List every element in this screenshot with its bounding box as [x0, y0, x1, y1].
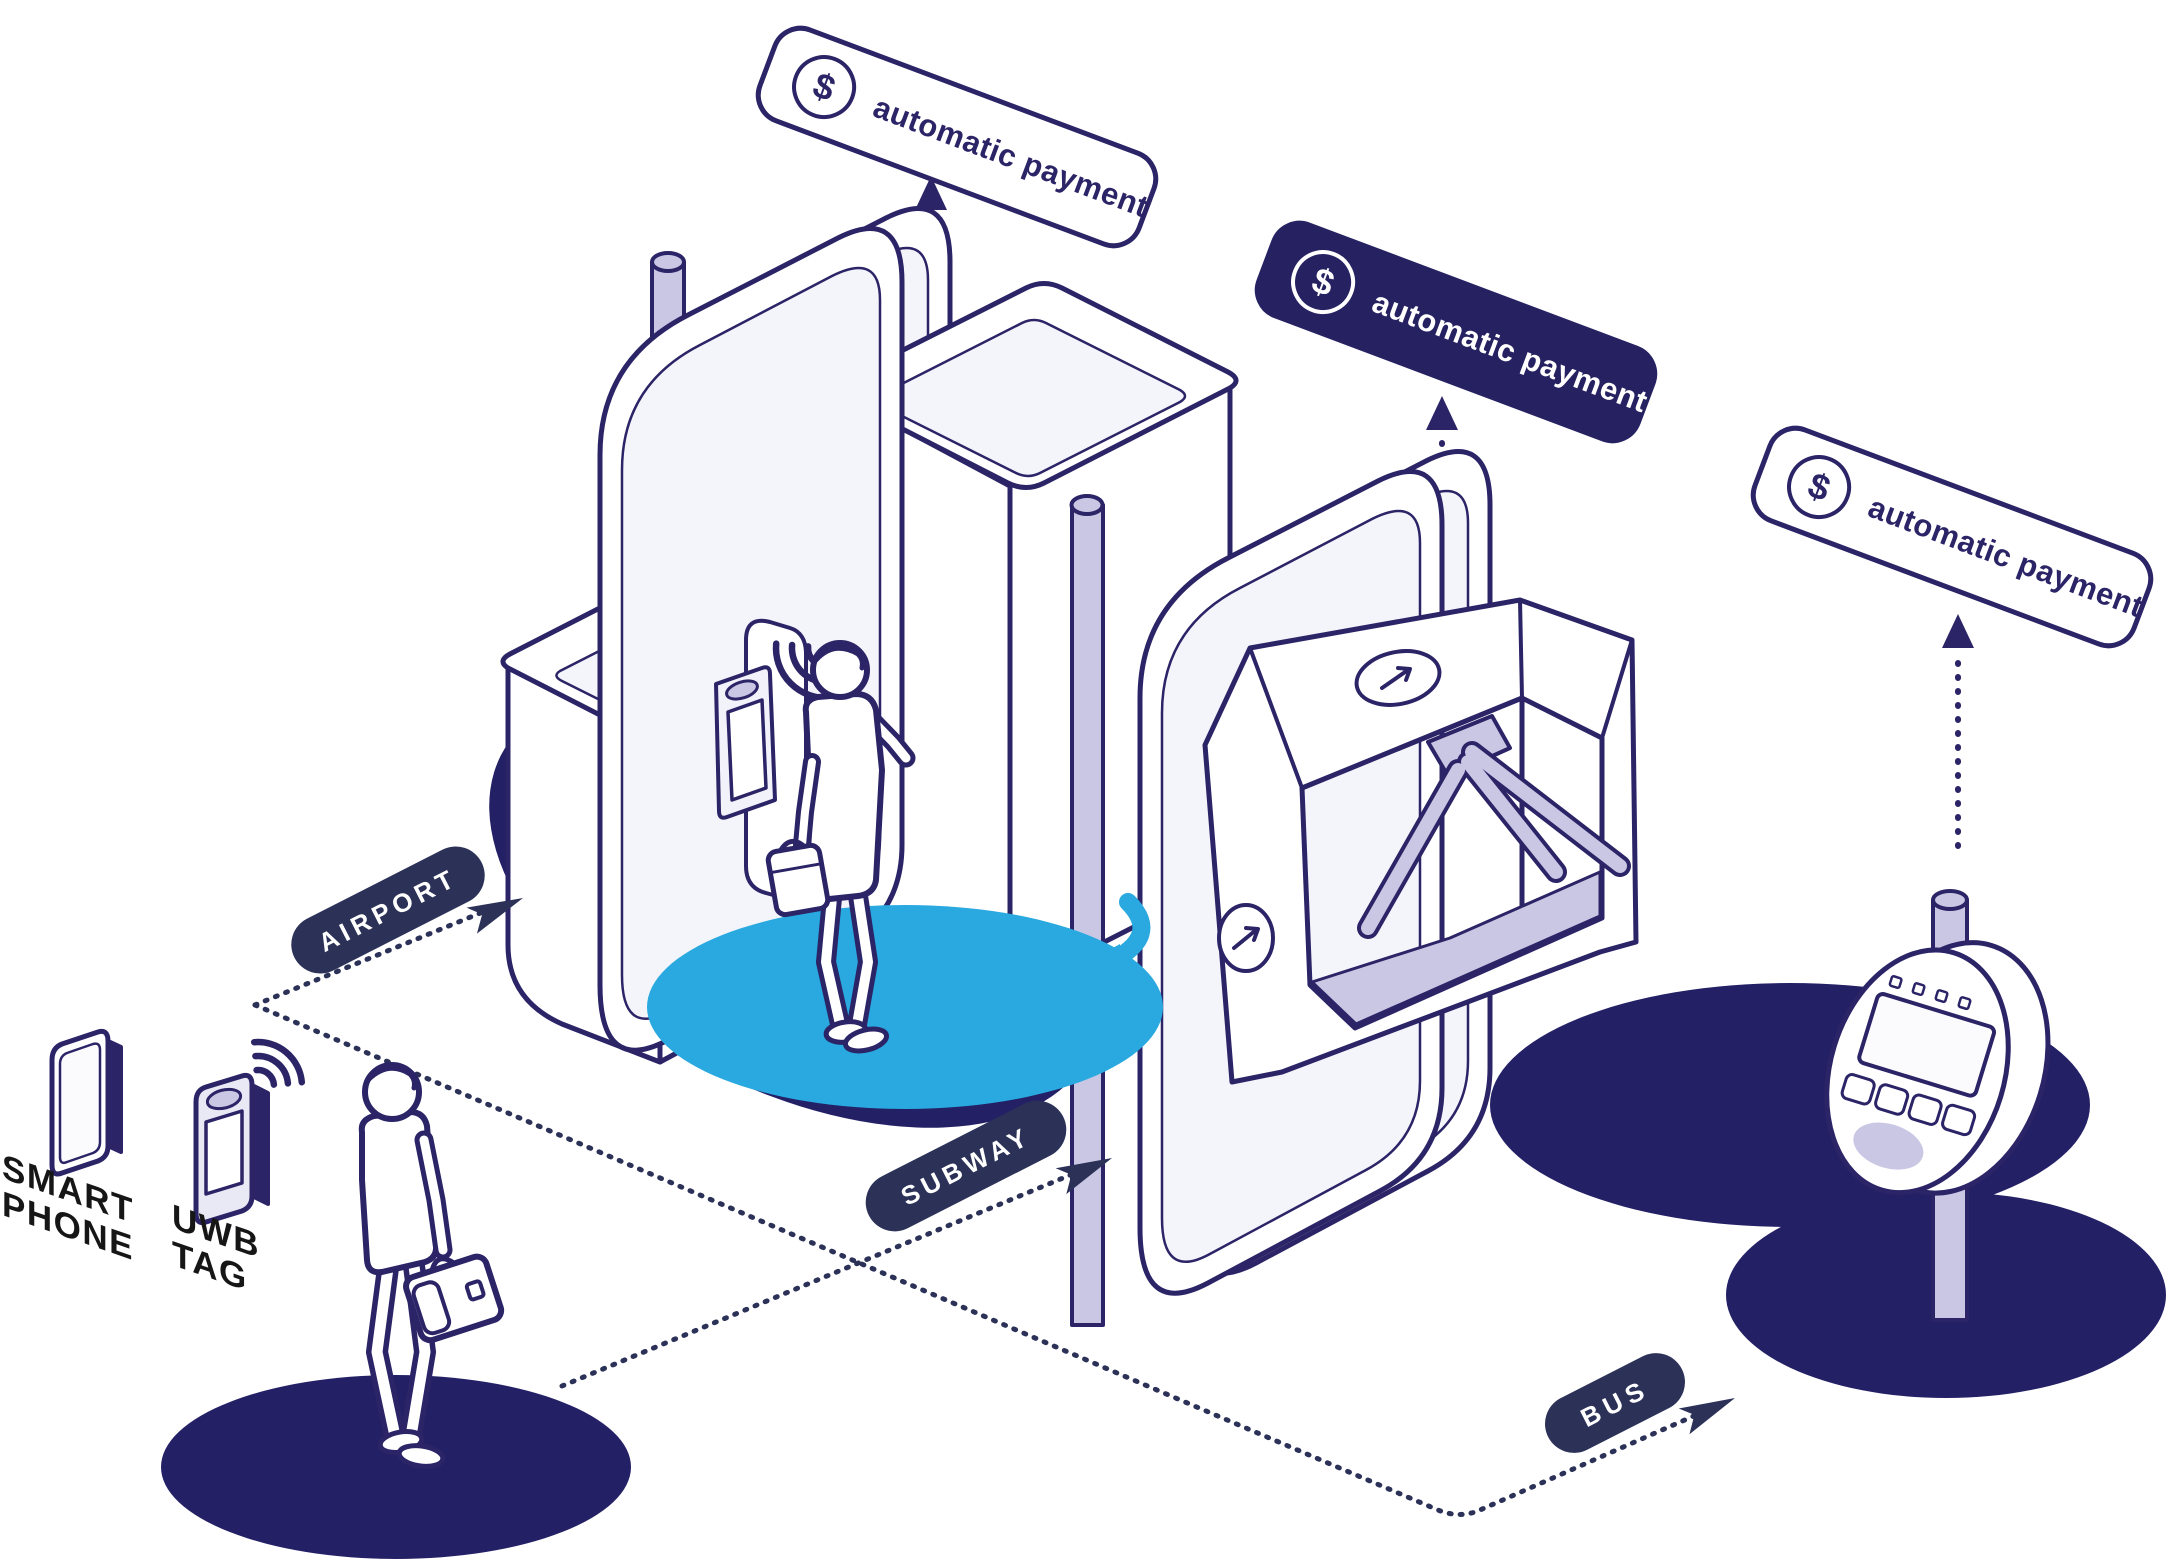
bus-validator: [1726, 889, 2166, 1398]
validator-device: [1824, 940, 2051, 1196]
walking-person: [161, 1062, 631, 1559]
turnstile-badge-top: [1354, 649, 1442, 707]
turnstile-tripod: [1357, 714, 1631, 939]
person-legs: [816, 886, 890, 1054]
uwb-signal-icon: [250, 1038, 306, 1088]
uwb-detection-zone: [647, 893, 1163, 1109]
dollar-circle-icon: $: [1281, 240, 1365, 324]
gate-pole-right: [1069, 494, 1105, 1327]
route-lines: [252, 898, 1735, 1517]
person-briefcase: [765, 839, 831, 918]
turnstile-floor: [1310, 870, 1602, 1026]
route-line-airport: [252, 898, 523, 1008]
person-hair: [813, 645, 865, 671]
route-line-bus: [252, 1002, 1735, 1517]
zone-arrow: [1080, 944, 1120, 984]
walking-hair: [365, 1065, 417, 1091]
walking-person-base: [161, 1375, 631, 1559]
dollar-circle-icon: $: [782, 45, 866, 129]
turnstile-badge-side: [1217, 903, 1275, 973]
person-arm-left: [793, 753, 821, 854]
uwb-tag-icon: [193, 1038, 306, 1226]
walking-briefcase: [403, 1253, 505, 1344]
dollar-circle-icon: $: [1777, 445, 1861, 529]
person-at-gate: [765, 640, 916, 1054]
badge-arrow-bus: [1942, 614, 1974, 849]
walking-arm: [414, 1130, 453, 1260]
smartphone-icon: [49, 1028, 123, 1177]
route-line-subway: [559, 1158, 1112, 1389]
